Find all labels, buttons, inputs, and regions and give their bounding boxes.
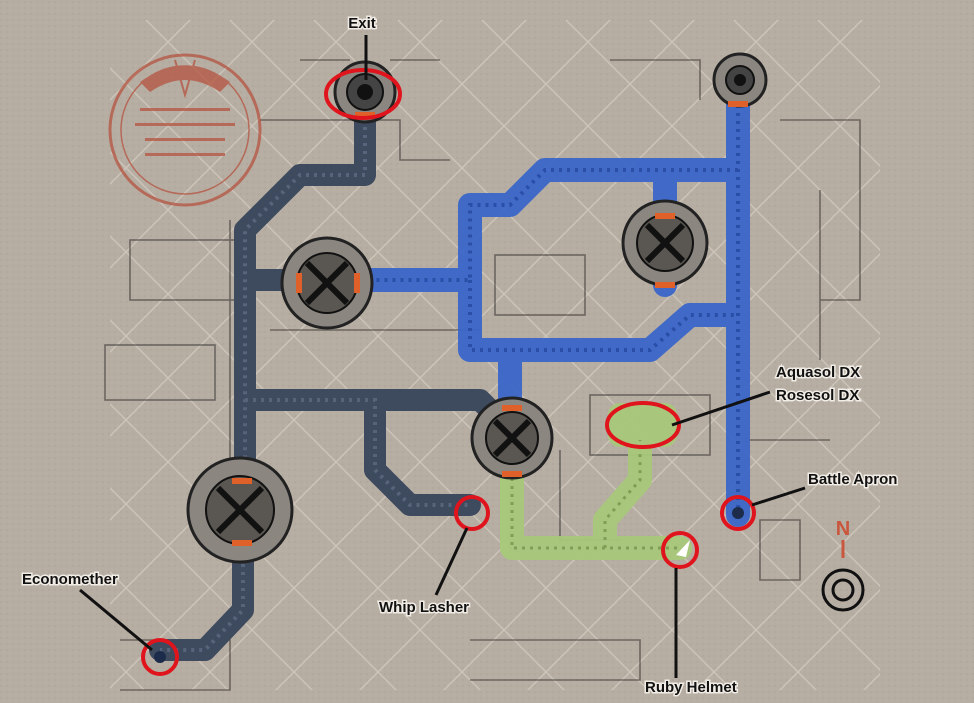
chamber-top-right	[712, 52, 768, 108]
compass-north-letter: N	[836, 518, 850, 540]
label-whip-lasher: Whip Lasher	[379, 599, 469, 616]
label-exit: Exit	[348, 15, 376, 32]
blueprint-lines	[104, 59, 861, 691]
chamber-top-exit	[333, 60, 397, 124]
label-ruby-helmet: Ruby Helmet	[645, 679, 737, 696]
exit-marker-icon	[324, 68, 402, 120]
label-economether: Economether	[22, 571, 118, 588]
chamber-center	[470, 396, 554, 480]
pipes-dark-detail	[160, 95, 470, 652]
pipes-blue-detail	[360, 105, 740, 515]
label-aquasol-dx: Aquasol DX	[776, 364, 860, 381]
treasure-marker-icon	[720, 495, 756, 531]
chest-markers	[154, 507, 744, 663]
treasure-marker-icon	[141, 638, 179, 676]
treasure-marker-icon	[605, 401, 681, 449]
compass-icon: N	[821, 518, 865, 612]
callout-lines	[79, 35, 806, 678]
chamber-left-lower	[186, 456, 294, 564]
stamp-seal-icon	[108, 53, 262, 207]
location-markers	[141, 68, 756, 676]
chamber-right-upper	[621, 199, 709, 287]
treasure-marker-icon	[454, 495, 490, 531]
treasure-marker-icon	[661, 531, 699, 569]
valve-marks	[232, 101, 748, 546]
label-battle-apron: Battle Apron	[808, 471, 897, 488]
label-rosesol-dx: Rosesol DX	[776, 387, 859, 404]
pipes-green-detail	[510, 440, 680, 550]
chamber-left-upper	[280, 236, 374, 330]
